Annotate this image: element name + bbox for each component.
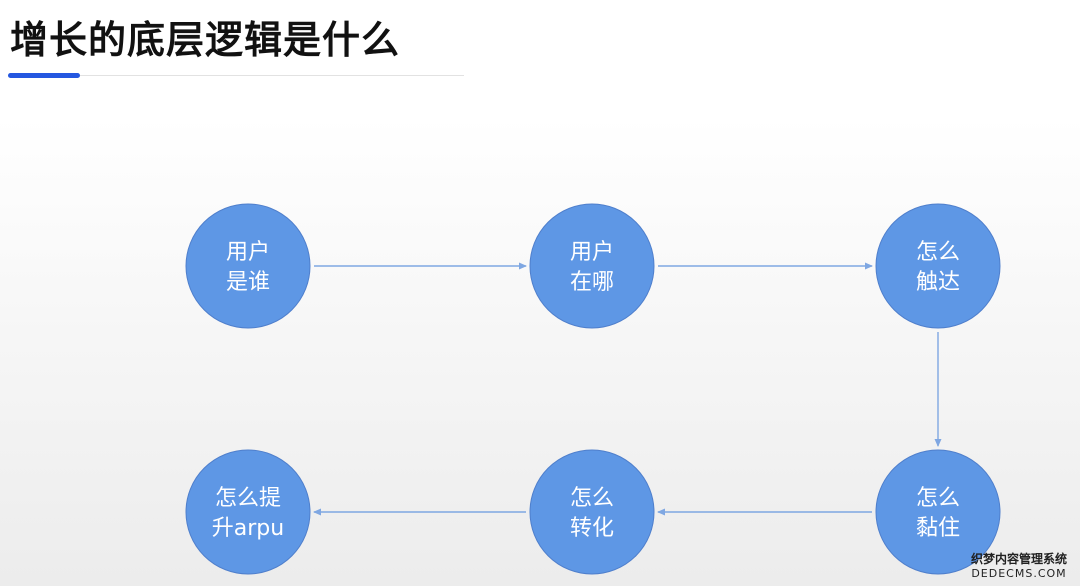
node-label: 怎么提: [215, 486, 281, 511]
watermark-logo: 织梦内容管理系统 DEDECMS.COM: [970, 552, 1067, 580]
title-underline-accent: [8, 73, 80, 78]
node-label: 是谁: [226, 270, 270, 295]
title-underline-rule: [80, 75, 464, 76]
node-label: 在哪: [570, 270, 614, 295]
node-label: 怎么: [916, 240, 960, 265]
node-circle: [875, 449, 1001, 575]
node-label: 怎么: [570, 486, 614, 511]
node-label: 怎么: [916, 486, 960, 511]
node-circle: [185, 449, 311, 575]
node-label: 触达: [916, 270, 960, 295]
node-circle: [875, 203, 1001, 329]
node-circle: [529, 449, 655, 575]
node-label: 用户: [226, 240, 270, 265]
node-label: 升arpu: [212, 516, 284, 541]
node-label: 黏住: [916, 516, 960, 541]
node-circle: [185, 203, 311, 329]
node-circle: [529, 203, 655, 329]
node-label: 用户: [570, 240, 614, 265]
page-title: 增长的底层逻辑是什么: [10, 18, 401, 62]
node-label: 转化: [570, 516, 614, 541]
